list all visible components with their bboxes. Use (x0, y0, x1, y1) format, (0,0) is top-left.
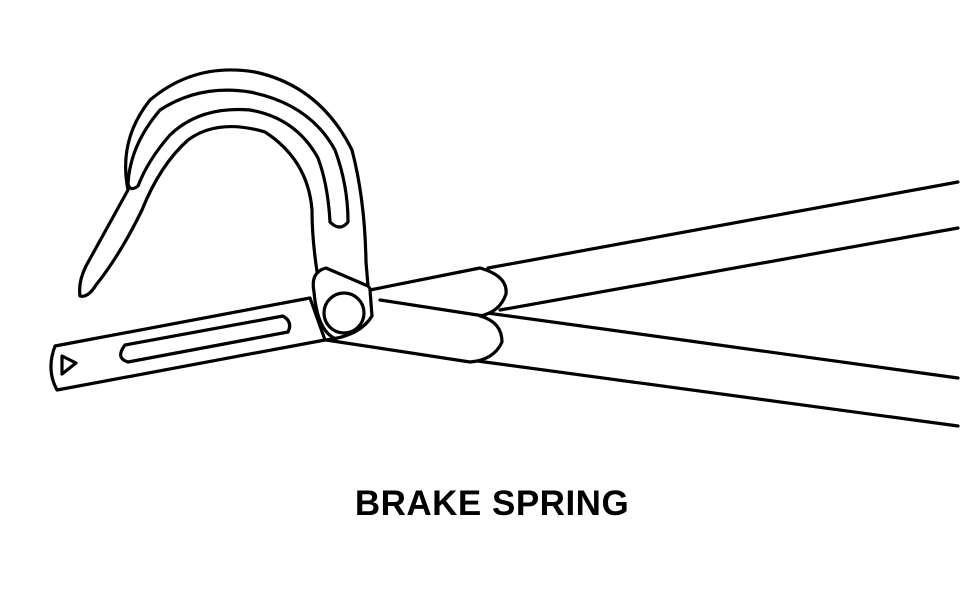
left-jaw-bar (49, 296, 327, 392)
pivot-pin (322, 291, 366, 335)
jaw-slot (119, 314, 292, 364)
arrow-marker-icon (60, 354, 78, 376)
hook-groove (126, 88, 350, 229)
link-ridge (378, 298, 486, 318)
pivot-link (324, 266, 508, 364)
lower-handle-arm (468, 310, 960, 428)
upper-handle-arm (486, 180, 960, 312)
caption-title: BRAKE SPRING (354, 484, 630, 523)
